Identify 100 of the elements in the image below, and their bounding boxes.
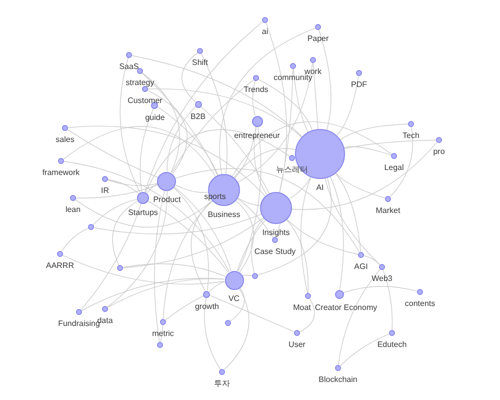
node-label: Startups — [128, 208, 158, 217]
connector-line — [174, 186, 232, 272]
connector-line — [266, 22, 287, 193]
connector-line — [237, 198, 260, 206]
connector-line — [76, 184, 159, 198]
node-label: Business — [208, 210, 240, 219]
node-label: B2B — [190, 112, 206, 120]
connector-line — [224, 288, 250, 370]
connector-line — [158, 106, 218, 176]
connector-line — [107, 180, 158, 186]
node-label: strategy — [126, 78, 154, 87]
connector-line — [250, 218, 264, 274]
node-label: Tech — [402, 131, 420, 140]
node-label: lean — [65, 205, 81, 214]
node-label: Legal — [384, 163, 404, 172]
node-label: contents — [404, 299, 436, 308]
connector-line — [237, 198, 274, 238]
connector-line — [232, 121, 392, 177]
connector-line — [252, 80, 256, 116]
node-label: Customer — [128, 96, 162, 105]
node-label: Insights — [262, 228, 290, 237]
connector-line — [242, 274, 252, 276]
connector-line — [318, 30, 332, 130]
node-label: sports — [204, 192, 226, 200]
connector-line — [209, 281, 226, 292]
connector-line — [340, 334, 390, 366]
connector-line — [219, 28, 316, 175]
node-label: VC — [228, 294, 240, 302]
connector-line — [344, 146, 392, 156]
node-label: guide — [145, 112, 165, 122]
connector-line — [300, 176, 312, 294]
node-label: Product — [153, 194, 181, 204]
connector-line — [340, 124, 408, 140]
connector-line — [336, 76, 359, 136]
node-label: PDF — [351, 80, 367, 89]
connector-line — [299, 298, 315, 332]
connector-line — [68, 126, 266, 197]
node-label: Paper — [307, 34, 329, 43]
node-label: Blockchain — [318, 375, 358, 384]
connector-line — [336, 172, 386, 198]
node-label: Trends — [244, 85, 268, 94]
node-label: entrepreneur — [234, 130, 280, 140]
connector-line — [173, 187, 209, 291]
connector-line — [148, 200, 229, 273]
connector-line — [210, 295, 295, 332]
connector-line — [204, 297, 221, 370]
connector-line — [148, 88, 302, 138]
connector-line — [162, 200, 213, 320]
connector-line — [364, 255, 380, 266]
connector-line — [175, 184, 208, 193]
node-label: Moat — [293, 303, 311, 312]
connector-line — [238, 62, 313, 183]
connector-line — [62, 254, 225, 284]
connector-line — [382, 269, 393, 330]
connector-line — [288, 176, 311, 200]
connector-line — [154, 190, 166, 342]
connector-line — [80, 203, 142, 310]
connector-line — [324, 178, 380, 266]
connector-line — [112, 200, 138, 266]
node-label: sales — [56, 135, 74, 144]
connector-line — [292, 142, 438, 210]
connector-line — [144, 22, 264, 193]
connector-line — [335, 173, 362, 252]
connector-line — [238, 126, 262, 272]
connector-line — [236, 200, 254, 273]
node-label: metric — [152, 329, 174, 338]
node-label: User — [288, 340, 306, 349]
connector-line — [182, 52, 198, 102]
connector-line — [390, 126, 414, 198]
node-label: Web3 — [372, 274, 392, 283]
connector-line — [107, 190, 168, 308]
connector-line — [234, 148, 296, 178]
connector-line — [338, 268, 380, 366]
connector-line — [61, 228, 89, 252]
connector-line — [107, 278, 225, 308]
connector-line — [230, 287, 245, 322]
connector-line — [279, 68, 294, 193]
connector-line — [94, 214, 262, 234]
connector-line — [286, 219, 358, 255]
node-label: Market — [376, 206, 400, 215]
connector-line — [145, 129, 290, 193]
node-label: growth — [194, 302, 219, 310]
connector-line — [286, 220, 309, 294]
connector-line — [122, 217, 264, 268]
connector-line — [63, 126, 216, 177]
node-label: AGI — [354, 262, 368, 271]
connector-line — [276, 223, 280, 238]
connector-line — [190, 200, 212, 292]
connector-line — [81, 278, 225, 311]
node-label: Shift — [192, 58, 208, 67]
node-label: AARRR — [46, 261, 74, 270]
connector-line — [140, 108, 154, 192]
node-label: 투자 — [214, 379, 230, 388]
connector-line — [258, 178, 332, 276]
connector-line — [92, 198, 138, 226]
connector-line — [132, 55, 302, 137]
node-label: Case Study — [254, 247, 296, 256]
connector-line — [234, 126, 257, 179]
connector-line — [258, 79, 313, 131]
connector-line — [176, 168, 360, 253]
